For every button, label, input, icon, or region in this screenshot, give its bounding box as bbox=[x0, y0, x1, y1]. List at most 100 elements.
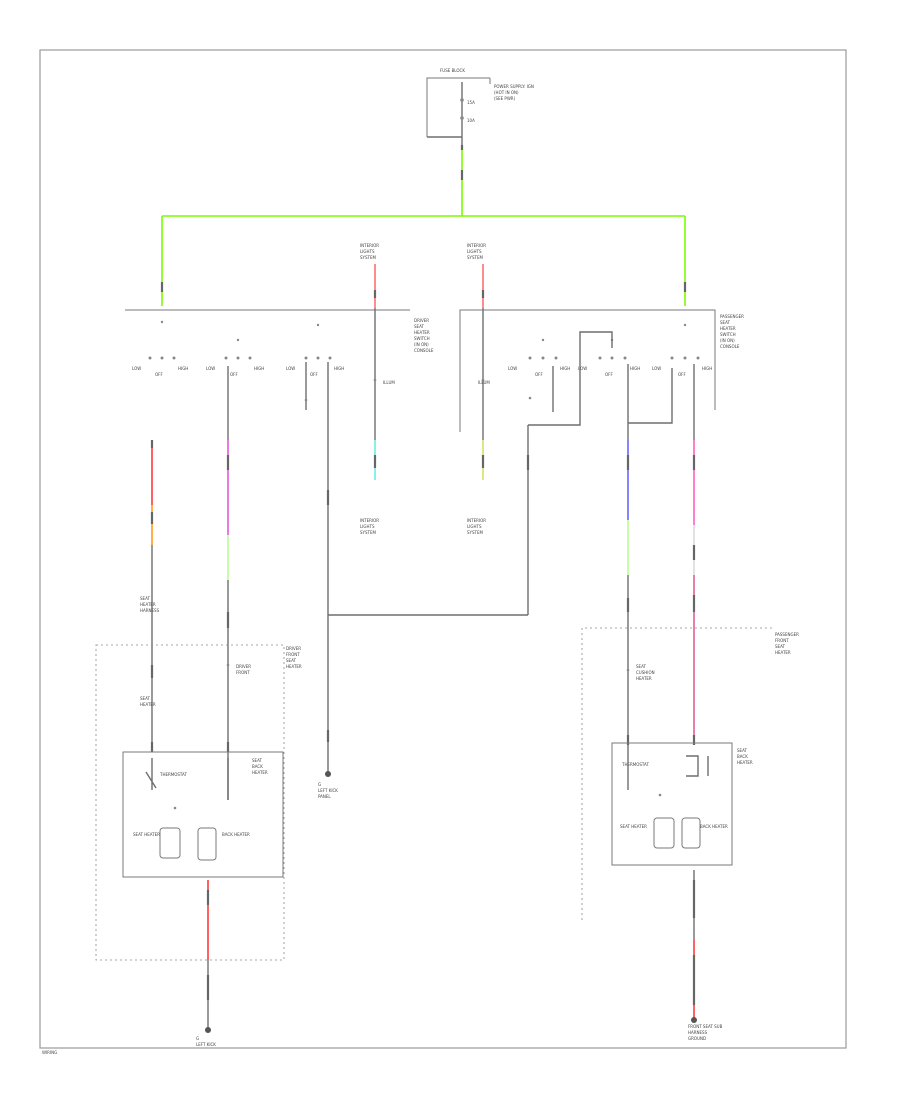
dimmer-feed-right: INTERIOR LIGHTS SYSTEM bbox=[467, 243, 486, 308]
terminal-dot bbox=[541, 338, 545, 342]
diagram-label: FRONT SEAT SUB bbox=[688, 1024, 723, 1029]
diagram-frame bbox=[39, 49, 847, 1049]
diagram-label: CONSOLE bbox=[414, 348, 434, 353]
diagram-label: PANEL bbox=[318, 794, 331, 799]
terminal-dot bbox=[316, 356, 320, 360]
terminal-dot bbox=[160, 356, 164, 360]
diagram-label: LOW bbox=[508, 366, 517, 371]
diagram-label: PASSENGER bbox=[720, 314, 744, 319]
diagram-label: INTERIOR bbox=[360, 518, 379, 523]
terminal-dot bbox=[683, 323, 687, 327]
fuse-block-side-2: (HOT IN ON) bbox=[494, 90, 519, 95]
terminal-dot bbox=[373, 378, 377, 382]
diagram-label: INTERIOR bbox=[467, 518, 486, 523]
diagram-label: BACK HEATER bbox=[700, 824, 728, 829]
diagram-label: HEATER bbox=[414, 330, 430, 335]
diagram-label: SYSTEM bbox=[360, 530, 376, 535]
terminal-dot bbox=[460, 116, 464, 120]
wire-segment bbox=[145, 758, 157, 790]
diagram-label: CUSHION bbox=[636, 670, 655, 675]
fuse-rating-1: 15A bbox=[467, 100, 475, 105]
terminal-dot bbox=[460, 98, 464, 102]
diagram-label: LIGHTS bbox=[467, 249, 482, 254]
wire-segment bbox=[581, 627, 772, 920]
terminal-dot bbox=[610, 356, 614, 360]
wire-segment bbox=[528, 331, 613, 426]
diagram-label: SYSTEM bbox=[360, 255, 376, 260]
terminal-dot bbox=[248, 356, 252, 360]
terminal-dot bbox=[691, 1017, 697, 1023]
component-box bbox=[197, 827, 217, 861]
diagram-label: DRIVER bbox=[236, 664, 251, 669]
fuse-block: FUSE BLOCK POWER SUPPLY: IGN (HOT IN ON)… bbox=[426, 68, 534, 150]
diagram-label: HEATER bbox=[720, 326, 736, 331]
diagram-label: BACK bbox=[737, 754, 748, 759]
diagram-label: DRIVER bbox=[286, 646, 301, 651]
fuse-block-side-1: POWER SUPPLY: IGN bbox=[494, 84, 534, 89]
passenger-seat-heater-module: PASSENGER FRONT SEAT HEATER SEAT BACK HE… bbox=[581, 627, 799, 1041]
component-box bbox=[159, 827, 181, 859]
terminal-dot bbox=[598, 356, 602, 360]
diagram-label: SEAT bbox=[140, 696, 150, 701]
diagram-label: HEATER bbox=[737, 760, 753, 765]
ground-mid-label: G bbox=[318, 782, 321, 787]
diagram-label: GROUND bbox=[688, 1036, 706, 1041]
diagram-label: ILLUM bbox=[478, 380, 490, 385]
diagram-label: FRONT bbox=[775, 638, 789, 643]
diagram-label: SEAT bbox=[286, 658, 296, 663]
wire-segment bbox=[426, 77, 490, 137]
diagram-label: LIGHTS bbox=[467, 524, 482, 529]
diagram-label: THERMOSTAT bbox=[621, 762, 649, 767]
diagram-label: HEATER bbox=[140, 602, 156, 607]
diagram-label: SEAT bbox=[414, 324, 424, 329]
fuse-block-head: FUSE BLOCK bbox=[440, 68, 465, 73]
terminal-dot bbox=[325, 771, 331, 777]
component-box bbox=[95, 644, 285, 961]
diagram-label: (IN ON) bbox=[720, 338, 735, 343]
terminal-dot bbox=[316, 323, 320, 327]
diagram-label: OFF bbox=[535, 372, 543, 377]
diagram-label: HEATER bbox=[775, 650, 791, 655]
terminal-dot bbox=[160, 320, 164, 324]
diagram-label: SEAT bbox=[720, 320, 730, 325]
diagram-label: SWITCH bbox=[720, 332, 736, 337]
diagram-label: SYSTEM bbox=[467, 530, 483, 535]
diagram-label: LEFT KICK bbox=[196, 1042, 216, 1047]
diagram-label: LEFT KICK bbox=[318, 788, 338, 793]
terminal-dot bbox=[226, 663, 230, 667]
terminal-dot bbox=[541, 356, 545, 360]
component-box bbox=[611, 742, 733, 866]
component-box bbox=[681, 817, 701, 849]
diagram-label: INTERIOR bbox=[467, 243, 486, 248]
diagram-label: SEAT bbox=[140, 596, 150, 601]
diagram-label: FRONT bbox=[286, 652, 300, 657]
diagram-label: SEAT bbox=[737, 748, 747, 753]
terminal-dot bbox=[172, 356, 176, 360]
diagram-label: SEAT HEATER bbox=[620, 824, 647, 829]
driver-seat-heater-switch: DRIVER SEAT HEATER SWITCH (IN ON) CONSOL… bbox=[125, 308, 434, 615]
terminal-dot bbox=[554, 356, 558, 360]
terminal-dot bbox=[528, 396, 532, 400]
diagram-label: HIGH bbox=[178, 366, 188, 371]
fuse-rating-2: 10A bbox=[467, 118, 475, 123]
driver-seat-heater-module: DRIVER FRONT SEAT HEATER SEAT BACK HEATE… bbox=[95, 644, 302, 1047]
fuse-block-side-3: (SEE PWR) bbox=[494, 96, 516, 101]
diagram-label: OFF bbox=[605, 372, 613, 377]
diagram-label: HEATER bbox=[140, 702, 156, 707]
diagram-label: SEAT HEATER bbox=[133, 832, 160, 837]
diagram-label: LOW bbox=[206, 366, 215, 371]
diagram-label: OFF bbox=[230, 372, 238, 377]
diagram-code: WIRING bbox=[42, 1050, 57, 1055]
terminal-dot bbox=[696, 356, 700, 360]
diagram-label: HIGH bbox=[560, 366, 570, 371]
terminal-dot bbox=[528, 356, 532, 360]
diagram-label: SYSTEM bbox=[467, 255, 483, 260]
diagram-label: LOW bbox=[286, 366, 295, 371]
wire-segment bbox=[628, 368, 673, 424]
diagram-label: HIGH bbox=[630, 366, 640, 371]
diagram-label: HARNESS bbox=[688, 1030, 708, 1035]
terminal-dot bbox=[224, 356, 228, 360]
diagram-label: BACK bbox=[252, 764, 263, 769]
diagram-label: LOW bbox=[132, 366, 141, 371]
diagram-label: LIGHTS bbox=[360, 249, 375, 254]
